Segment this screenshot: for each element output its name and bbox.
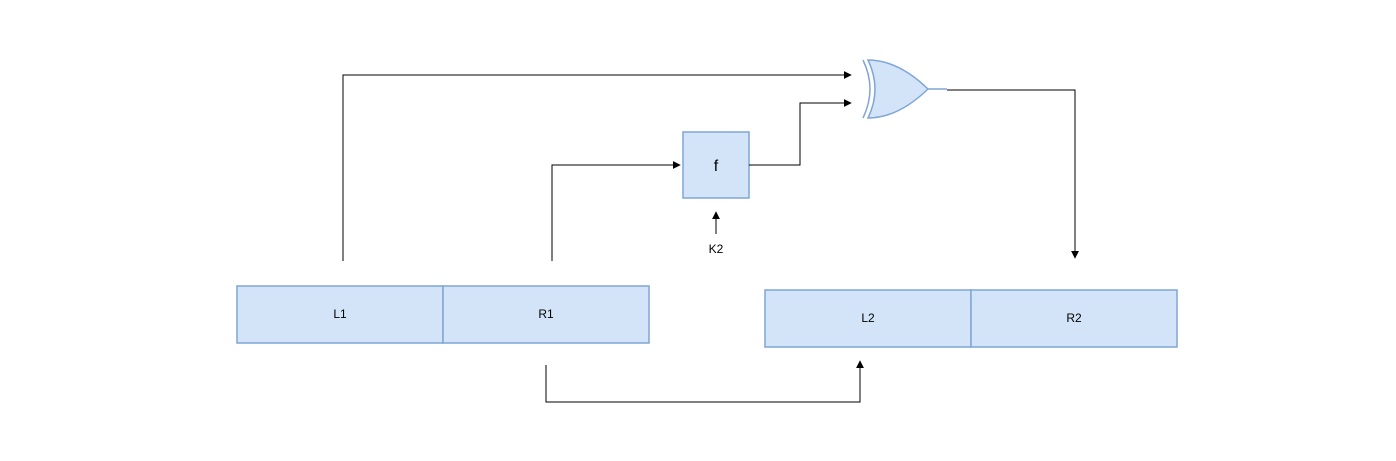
wire-f-to-xor [749, 99, 852, 166]
wire-r1-to-l2 [545, 360, 864, 403]
block-r2-label: R2 [1066, 311, 1082, 325]
wire-xor-to-r2 [947, 89, 1079, 259]
block-r2: R2 [970, 289, 1178, 348]
block-l1: L1 [236, 285, 444, 344]
function-f-label: f [714, 158, 719, 175]
block-r1: R1 [442, 285, 650, 344]
block-l1-label: L1 [333, 307, 347, 321]
wire-l1-to-xor [342, 71, 852, 261]
key-label: K2 [709, 242, 724, 256]
block-l2-label: L2 [861, 311, 875, 325]
wire-r1-to-f [551, 161, 681, 261]
xor-gate-icon [862, 59, 947, 119]
block-r1-label: R1 [538, 307, 554, 321]
block-l2: L2 [764, 289, 972, 348]
function-f-block: f [682, 131, 750, 199]
